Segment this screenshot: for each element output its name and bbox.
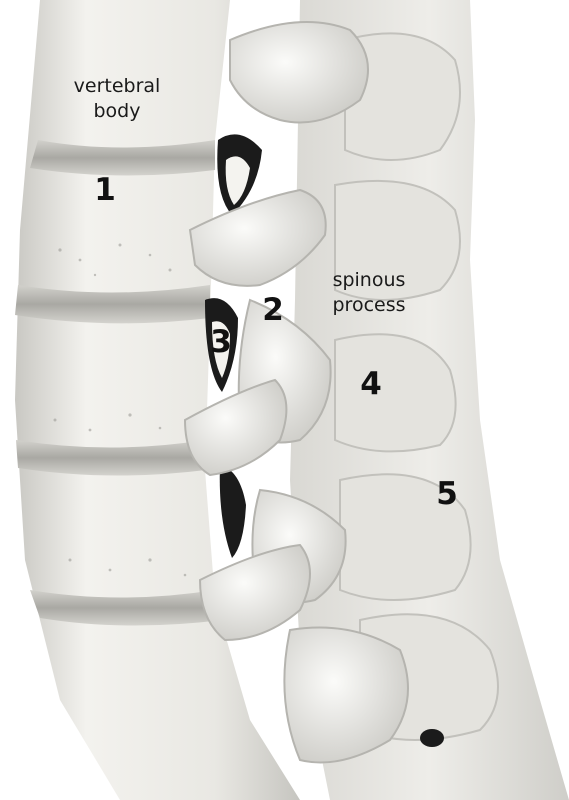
number-5: 5 xyxy=(432,474,462,514)
number-2: 2 xyxy=(258,290,288,330)
label-spinous-process: spinous process xyxy=(314,268,424,317)
number-3: 3 xyxy=(206,322,236,362)
number-1: 1 xyxy=(90,170,120,210)
sacral-foramen xyxy=(420,729,444,747)
label-vertebral-body: vertebral body xyxy=(62,74,172,123)
number-4: 4 xyxy=(356,364,386,404)
